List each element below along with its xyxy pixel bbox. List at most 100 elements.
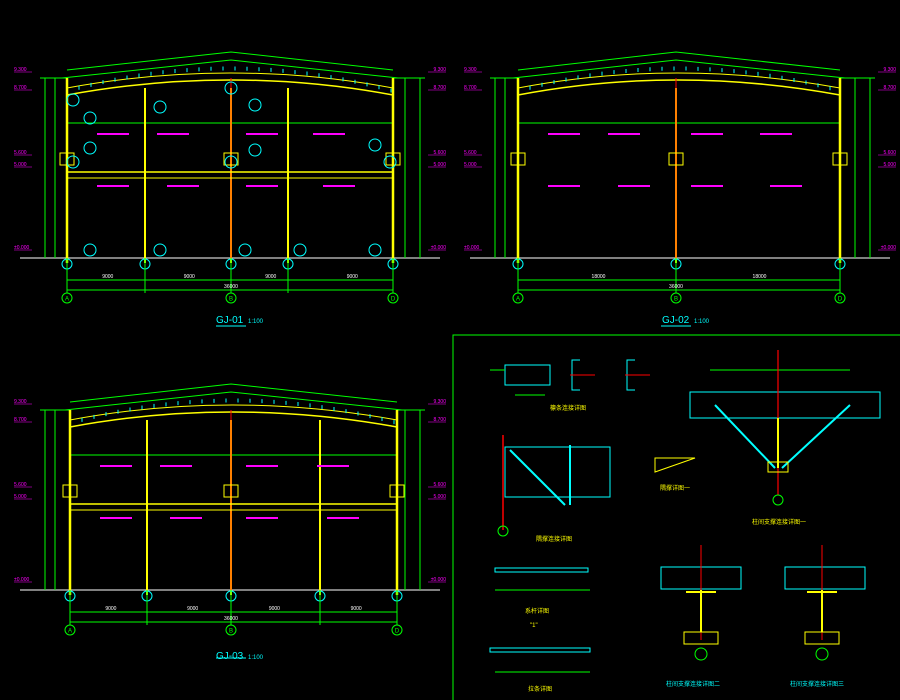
detail-callout (248, 98, 262, 112)
axis-label-A: A (68, 629, 72, 635)
elevation-label: 5.000 (883, 162, 896, 168)
detail-callout (383, 155, 397, 169)
elevation-label: 9.300 (14, 399, 27, 405)
frame-elevations: 9.300 9.300 8.700 8.700 5.600 5.600 5.000 5.000… (14, 51, 896, 659)
axis-bubble (815, 647, 829, 661)
bracket (510, 152, 526, 166)
span-dimension: 9000 (105, 606, 116, 612)
axis-label-B: B (229, 629, 233, 635)
member-label (313, 133, 345, 135)
axis-label-D: D (838, 297, 843, 303)
detail-callout (153, 243, 167, 257)
frame-title-3: GJ-03 (216, 651, 244, 662)
bracket (832, 152, 848, 166)
rafter-top (69, 404, 398, 421)
span-dimension: 9000 (347, 274, 358, 280)
frame-scale-2: 1:100 (694, 319, 710, 325)
beam (504, 446, 611, 498)
elevation-label: 8.700 (433, 417, 446, 423)
elevation-label: ±0.000 (14, 577, 29, 583)
elevation-label: 5.600 (883, 150, 896, 156)
detail-callout (66, 93, 80, 107)
detail-callout (83, 111, 97, 125)
elevation-label: 5.000 (433, 162, 446, 168)
elevation-label: 5.600 (14, 482, 27, 488)
bracket (62, 484, 78, 498)
detail-callout (248, 143, 262, 157)
elevation-label: 5.600 (433, 150, 446, 156)
member-label (170, 517, 202, 519)
member-label (246, 465, 278, 467)
elevation-label: 8.700 (433, 85, 446, 91)
detail-callout (83, 243, 97, 257)
dimension-line-top (517, 51, 841, 71)
axis-bubble (64, 624, 76, 636)
axis-bubble (772, 494, 784, 506)
bracket (389, 484, 405, 498)
dimension-line-top (66, 51, 394, 71)
detail-title-4: 柱间支撑连接详图一 (752, 518, 806, 526)
member-label (317, 465, 349, 467)
member-label (691, 185, 723, 187)
rafter (517, 79, 841, 96)
axis-bubble (225, 292, 237, 304)
elevation-label: ±0.000 (881, 245, 896, 251)
span-dimension: 9000 (351, 606, 362, 612)
rafter (66, 79, 394, 96)
total-dimension: 36000 (669, 284, 683, 290)
span-dimension: 9000 (269, 606, 280, 612)
elevation-label: 9.300 (883, 67, 896, 73)
detail-title-6: "1" (530, 623, 538, 629)
member-label (760, 133, 792, 135)
rafter-top (66, 72, 394, 89)
axis-label-D: D (395, 629, 400, 635)
bracket (668, 152, 684, 166)
base-plate (767, 461, 789, 473)
member-label (548, 133, 580, 135)
detail-title-7: 拉条详图 (528, 685, 552, 693)
dimension-line-top (69, 383, 398, 403)
brace (781, 404, 851, 469)
member-label (100, 465, 132, 467)
roof-top-line (61, 59, 399, 79)
detail-callout (368, 138, 382, 152)
detail-title-9: 柱间支撑连接详图三 (790, 680, 844, 688)
axis-bubble (512, 292, 524, 304)
bracket (223, 152, 239, 166)
frame-scale-3: 1:100 (248, 655, 264, 661)
elevation-label: 8.700 (14, 85, 27, 91)
brace (714, 404, 776, 469)
rafter-top (517, 72, 841, 89)
axis-bubble (225, 624, 237, 636)
frame-scale-1: 1:100 (248, 319, 264, 325)
detail-sheet (452, 334, 900, 700)
span-dimension: 9000 (184, 274, 195, 280)
axis-label-B: B (229, 297, 233, 303)
total-dimension: 36000 (224, 616, 238, 622)
bracket (59, 152, 75, 166)
elevation-label: 5.600 (14, 150, 27, 156)
member-label (246, 133, 278, 135)
bracket (223, 484, 239, 498)
rafter (69, 411, 398, 428)
elevation-label: 5.000 (433, 494, 446, 500)
member-label (246, 517, 278, 519)
detail-callout (66, 155, 80, 169)
detail-title-8: 柱间支撑连接详图二 (666, 680, 720, 688)
member-label (618, 185, 650, 187)
detail-title-2: 隅撑连接详图 (536, 535, 572, 543)
elevation-label: 9.300 (14, 67, 27, 73)
member-label (691, 133, 723, 135)
detail-callout (368, 243, 382, 257)
foundation (804, 631, 840, 645)
elevation-label: ±0.000 (14, 245, 29, 251)
detail-callout (238, 243, 252, 257)
member-label (97, 185, 129, 187)
detail-callout (153, 100, 167, 114)
member-label (97, 133, 129, 135)
span-dimension: 9000 (102, 274, 113, 280)
